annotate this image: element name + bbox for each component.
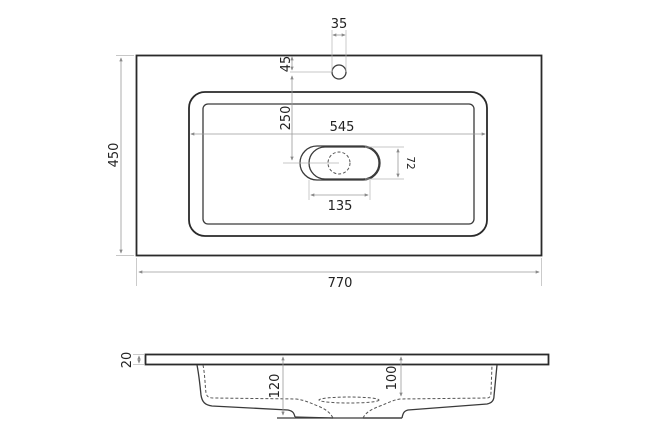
dim-overall-depth: 450 (107, 143, 122, 168)
dim-overall-width: 770 (328, 276, 353, 291)
bowl-outer-profile (196, 364, 498, 419)
dim-drain-depth: 72 (404, 156, 416, 169)
dim-bowl-depth: 100 (385, 366, 400, 391)
bowl-inner-profile (202, 364, 493, 419)
tap-hole (331, 64, 347, 80)
dim-tap-hole-offset: 45 (279, 56, 294, 73)
countertop-slab (144, 353, 550, 366)
basin-inner-outline (202, 103, 475, 225)
dim-top-thickness: 20 (120, 352, 135, 369)
top-view: 35 45 250 545 72 135 450 770 (107, 17, 543, 291)
dim-overall-height: 120 (268, 374, 283, 399)
dim-tap-to-drain: 250 (279, 106, 294, 131)
drain-dashed-outline (318, 396, 380, 404)
dim-bowl-width: 545 (330, 120, 355, 135)
basin-rim-outline (188, 91, 488, 237)
countertop-outline (135, 54, 543, 257)
drain-hole-dashed (327, 151, 351, 175)
dim-drain-width: 135 (328, 199, 353, 214)
side-section-view: 20 120 100 (120, 352, 550, 419)
dim-tap-hole-diameter: 35 (331, 17, 348, 32)
